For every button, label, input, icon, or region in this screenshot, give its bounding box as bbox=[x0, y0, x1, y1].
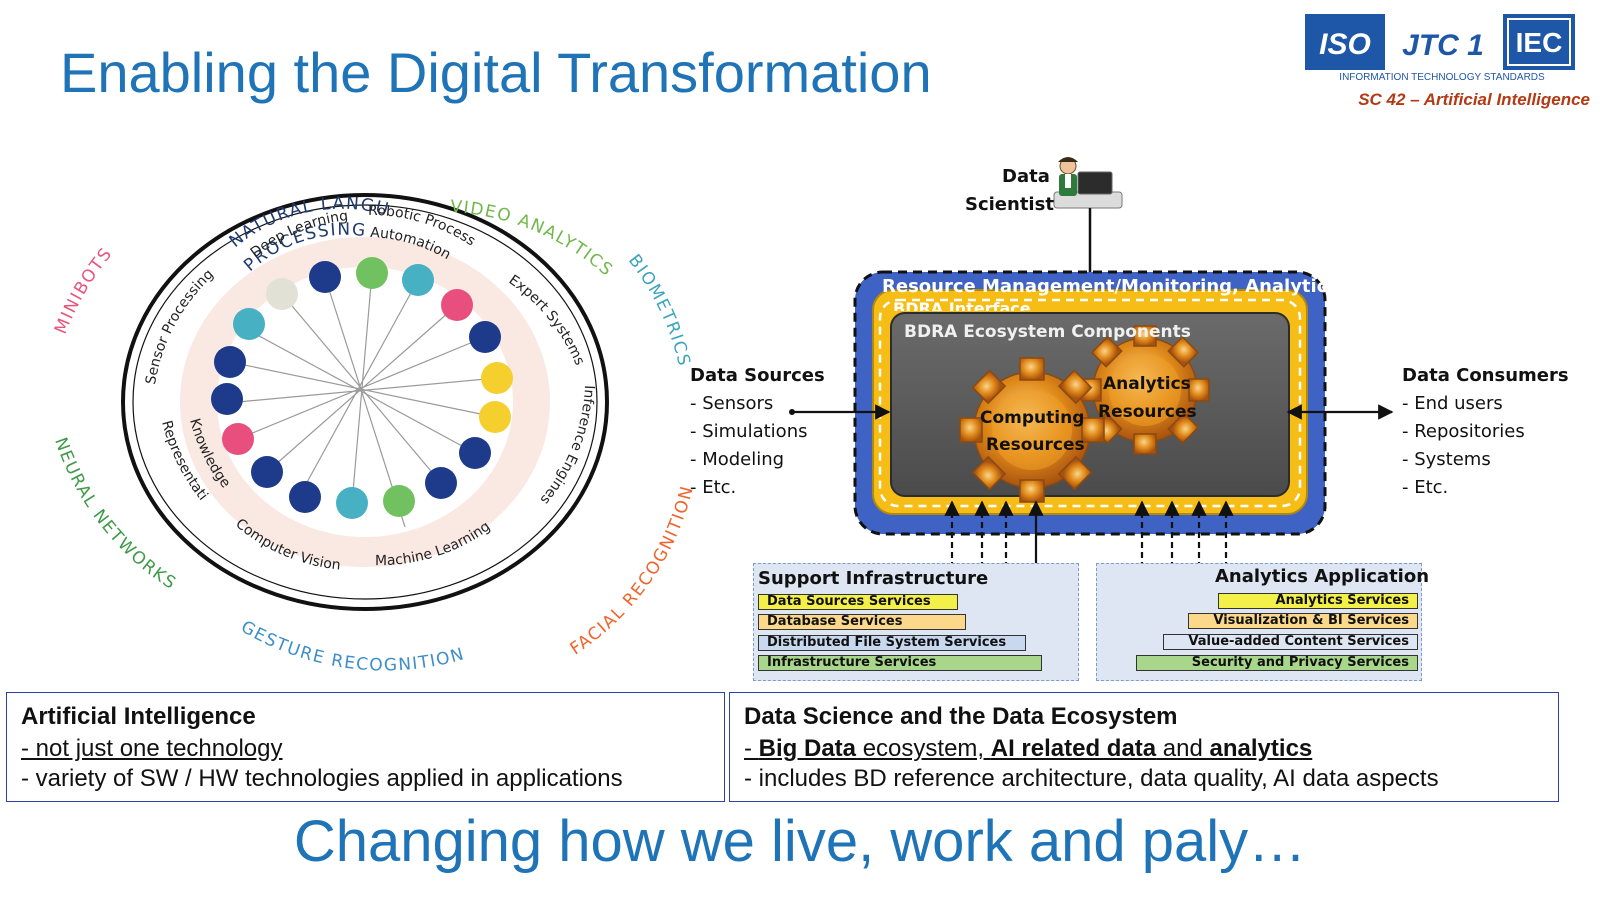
service-database: Database Services bbox=[758, 614, 966, 630]
dot-13 bbox=[251, 456, 283, 488]
svg-text:GESTURE RECOGNITION: GESTURE RECOGNITION bbox=[237, 617, 467, 676]
data-consumers-item: - Systems bbox=[1402, 449, 1491, 470]
computing-gear bbox=[959, 357, 1105, 503]
data-scientist-icon bbox=[1053, 157, 1123, 209]
ds-line1-dash: - bbox=[744, 735, 759, 762]
logo-iso-text: ISO bbox=[1319, 28, 1371, 61]
bdra-diagram bbox=[789, 157, 1394, 654]
dot-16 bbox=[214, 346, 246, 378]
label-facial-recognition: FACIAL RECOGNITION bbox=[567, 483, 697, 659]
service-visualization-bi: Visualization & BI Services bbox=[1188, 613, 1418, 629]
analytics-application-panel: Analytics Application Analytics Services… bbox=[1096, 563, 1429, 681]
ds-summary-heading: Data Science and the Data Ecosystem bbox=[744, 703, 1178, 730]
data-sources-list: Data Sources - Sensors - Simulations - M… bbox=[690, 362, 825, 502]
service-data-sources: Data Sources Services bbox=[758, 594, 958, 610]
data-consumers-item: - Etc. bbox=[1402, 477, 1449, 498]
dot-3 bbox=[402, 264, 434, 296]
dot-8 bbox=[459, 437, 491, 469]
ds-summary-line2: - includes BD reference architecture, da… bbox=[744, 765, 1439, 792]
data-scientist-label-line2: Scientist bbox=[965, 194, 1054, 215]
dot-15 bbox=[211, 383, 243, 415]
ds-line1-big-data: Big Data bbox=[758, 735, 857, 762]
gear-analytics-line1: Analytics bbox=[1103, 374, 1191, 394]
service-analytics: Analytics Services bbox=[1218, 593, 1418, 609]
dot-5 bbox=[469, 321, 501, 353]
ds-summary-line1: - Big Data ecosystem, AI related data an… bbox=[744, 735, 1312, 763]
dot-11 bbox=[336, 487, 368, 519]
bdra-interface-label: BDRA Interface bbox=[893, 299, 1031, 311]
committee-label: SC 42 – Artificial Intelligence bbox=[1358, 90, 1590, 109]
gear-computing-line2: Resources bbox=[986, 435, 1085, 455]
data-scientist-label-line1: Data bbox=[1002, 166, 1050, 187]
data-sources-item: - Etc. bbox=[690, 477, 737, 498]
dot-12 bbox=[289, 481, 321, 513]
data-consumers-item: - Repositories bbox=[1402, 421, 1525, 442]
data-consumers-heading: Data Consumers bbox=[1402, 365, 1569, 386]
data-science-summary-box: Data Science and the Data Ecosystem - Bi… bbox=[729, 692, 1559, 802]
ai-summary-line2: - variety of SW / HW technologies applie… bbox=[21, 765, 623, 792]
dot-18 bbox=[266, 278, 298, 310]
data-sources-item: - Modeling bbox=[690, 449, 785, 470]
svg-text:FACIAL RECOGNITION: FACIAL RECOGNITION bbox=[567, 483, 698, 659]
dot-2 bbox=[356, 257, 388, 289]
label-gesture-recognition: GESTURE RECOGNITION bbox=[237, 617, 465, 676]
data-sources-item: - Sensors bbox=[690, 393, 774, 414]
page-title: Enabling the Digital Transformation bbox=[60, 41, 932, 104]
ds-line1-and: and bbox=[1156, 735, 1210, 762]
dot-17 bbox=[233, 308, 265, 340]
technology-dots bbox=[211, 257, 513, 519]
support-infrastructure-heading: Support Infrastructure bbox=[758, 568, 989, 589]
ds-line1-analytics: analytics bbox=[1209, 735, 1313, 762]
gear-analytics-line2: Resources bbox=[1098, 402, 1197, 422]
dot-9 bbox=[425, 467, 457, 499]
dot-14 bbox=[222, 423, 254, 455]
dot-6 bbox=[481, 362, 513, 394]
dot-1 bbox=[309, 261, 341, 293]
service-value-added-content: Value-added Content Services bbox=[1163, 634, 1418, 650]
ai-summary-line1: - not just one technology bbox=[21, 735, 283, 762]
resource-management-label: Resource Management/Monitoring, Analytic… bbox=[882, 276, 1486, 297]
data-consumers-item: - End users bbox=[1402, 393, 1503, 414]
footer-tagline: Changing how we live, work and paly… bbox=[293, 809, 1307, 874]
ai-summary-box: Artificial Intelligence - not just one t… bbox=[6, 692, 725, 802]
dot-7 bbox=[479, 401, 511, 433]
ds-line1-ecosystem: ecosystem, bbox=[856, 735, 991, 762]
data-consumers-list: Data Consumers - End users - Repositorie… bbox=[1402, 362, 1569, 502]
ds-line1-ai-data: AI related data bbox=[990, 735, 1157, 762]
service-security-privacy: Security and Privacy Services bbox=[1136, 655, 1418, 671]
ai-technologies-wheel: NATURAL LANGUAGE PROCESSING VIDEO ANALYT… bbox=[30, 110, 698, 676]
data-sources-item: - Simulations bbox=[690, 421, 808, 442]
iso-jtc1-iec-logo: ISO JTC 1 IEC INFORMATION TECHNOLOGY STA… bbox=[1305, 14, 1575, 83]
logo-jtc1-text: JTC 1 bbox=[1402, 29, 1484, 62]
support-infrastructure-panel: Support Infrastructure Data Sources Serv… bbox=[753, 563, 1079, 681]
dot-4 bbox=[441, 289, 473, 321]
ai-summary-heading: Artificial Intelligence bbox=[21, 703, 256, 730]
data-sources-heading: Data Sources bbox=[690, 365, 825, 386]
logo-tagline: INFORMATION TECHNOLOGY STANDARDS bbox=[1339, 72, 1545, 83]
analytics-application-heading: Analytics Application bbox=[1215, 566, 1430, 587]
label-minibots: MINIBOTS bbox=[51, 244, 115, 337]
dot-10 bbox=[383, 485, 415, 517]
logo-iec-text: IEC bbox=[1516, 27, 1563, 58]
service-infrastructure: Infrastructure Services bbox=[758, 655, 1042, 671]
gear-computing-line1: Computing bbox=[980, 408, 1085, 428]
bdra-ecosystem-label: BDRA Ecosystem Components bbox=[904, 322, 1191, 342]
svg-text:MINIBOTS: MINIBOTS bbox=[51, 244, 117, 337]
service-distributed-file-system: Distributed File System Services bbox=[758, 635, 1026, 651]
